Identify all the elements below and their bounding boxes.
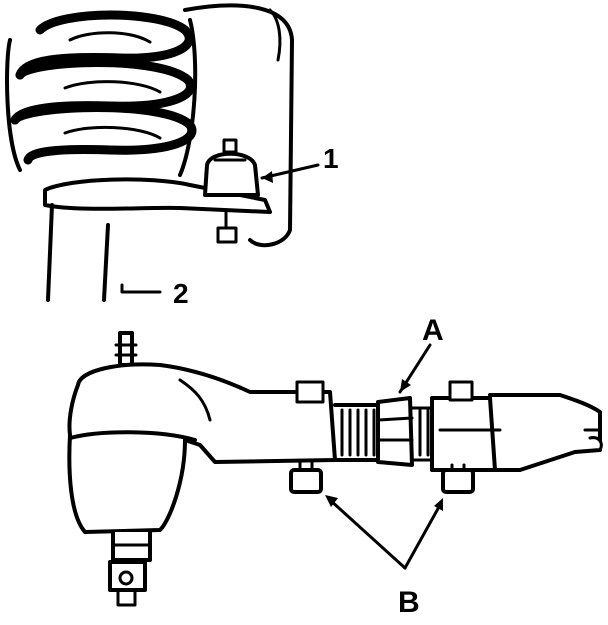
- leader-line-b-right: [403, 503, 442, 570]
- leader-line-b-left: [328, 498, 407, 570]
- adjuster-sleeve: [295, 380, 603, 472]
- coil-spring: [5, 3, 294, 302]
- clamp-nuts: [289, 458, 475, 494]
- label-1: 1: [323, 143, 339, 174]
- arrowhead-b-right: [434, 498, 443, 511]
- label-2: 2: [173, 278, 189, 309]
- label-b: B: [398, 586, 420, 619]
- arrowhead-1: [262, 171, 273, 183]
- arrowhead-a: [400, 379, 411, 392]
- tie-rod-end-small: [203, 138, 260, 244]
- arrowhead-b-left: [325, 495, 338, 507]
- leader-line-2: [120, 283, 162, 294]
- label-a: A: [422, 314, 444, 347]
- tie-rod-end-detail: [67, 331, 337, 607]
